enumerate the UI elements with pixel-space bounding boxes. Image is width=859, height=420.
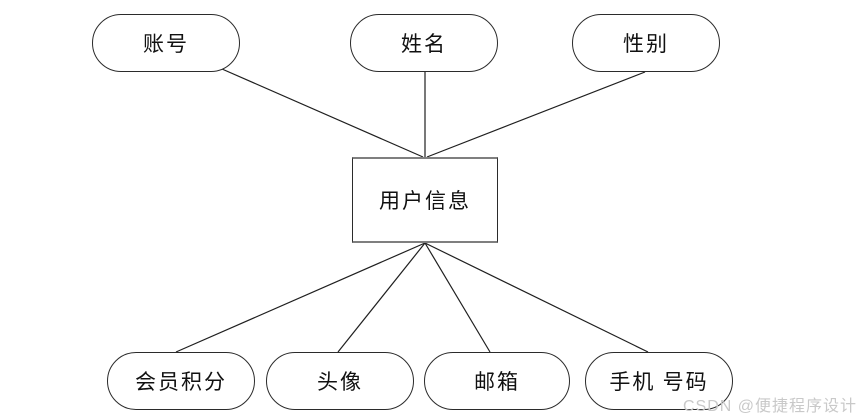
edge-userinfo-phone bbox=[424, 242, 649, 353]
attribute-label-gender: 性别 bbox=[623, 32, 669, 56]
attribute-node-phone: 手机 号码 bbox=[585, 352, 733, 410]
attribute-node-name: 姓名 bbox=[350, 14, 498, 72]
attribute-label-member-points: 会员积分 bbox=[135, 370, 227, 394]
attribute-node-account: 账号 bbox=[92, 14, 240, 72]
attribute-label-account: 账号 bbox=[143, 32, 189, 56]
attribute-node-gender: 性别 bbox=[572, 14, 720, 72]
attribute-label-phone: 手机 号码 bbox=[609, 370, 709, 394]
watermark: CSDN @便捷程序设计 bbox=[682, 398, 857, 415]
attribute-label-avatar: 头像 bbox=[317, 370, 363, 394]
entity-node-user-info: 用户信息 bbox=[352, 157, 498, 243]
edge-userinfo-memberpoints bbox=[175, 242, 426, 353]
attribute-label-email: 邮箱 bbox=[474, 370, 520, 394]
edge-gender-userinfo bbox=[426, 71, 646, 158]
entity-label-user-info: 用户信息 bbox=[379, 189, 471, 213]
edge-account-userinfo bbox=[221, 68, 424, 158]
attribute-label-name: 姓名 bbox=[401, 32, 447, 56]
attribute-node-avatar: 头像 bbox=[266, 352, 414, 410]
attribute-node-email: 邮箱 bbox=[424, 352, 570, 410]
edge-userinfo-email bbox=[424, 242, 491, 353]
attribute-node-member-points: 会员积分 bbox=[107, 352, 255, 410]
edge-userinfo-avatar bbox=[337, 242, 426, 353]
